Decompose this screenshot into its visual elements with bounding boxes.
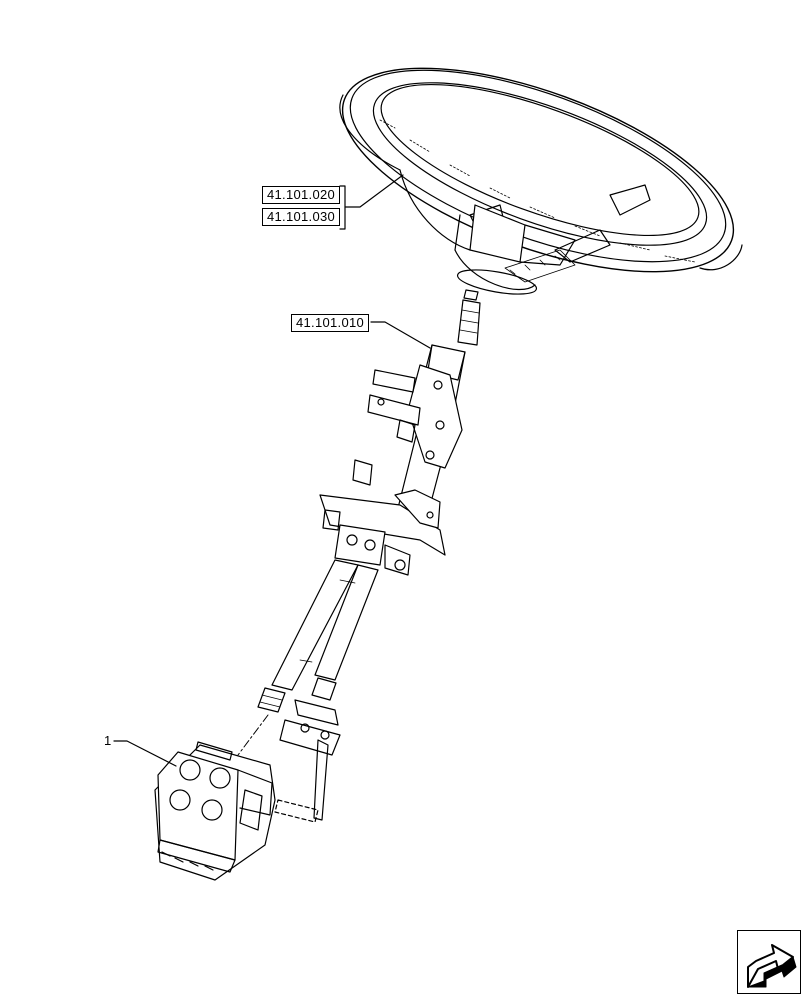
lower-shafts	[257, 559, 379, 823]
steering-control-unit	[154, 741, 276, 881]
steering-wheel	[339, 67, 743, 295]
next-page-button[interactable]	[737, 930, 801, 994]
center-line	[237, 714, 269, 756]
callout-item-1: 1	[104, 733, 112, 748]
leader-lines	[113, 174, 431, 767]
next-page-arrow-icon	[747, 944, 797, 988]
reference-41-101-020[interactable]: 41.101.020	[262, 186, 341, 204]
reference-41-101-030[interactable]: 41.101.030	[262, 208, 341, 226]
steering-column	[319, 289, 481, 576]
reference-41-101-010[interactable]: 41.101.010	[291, 314, 370, 332]
